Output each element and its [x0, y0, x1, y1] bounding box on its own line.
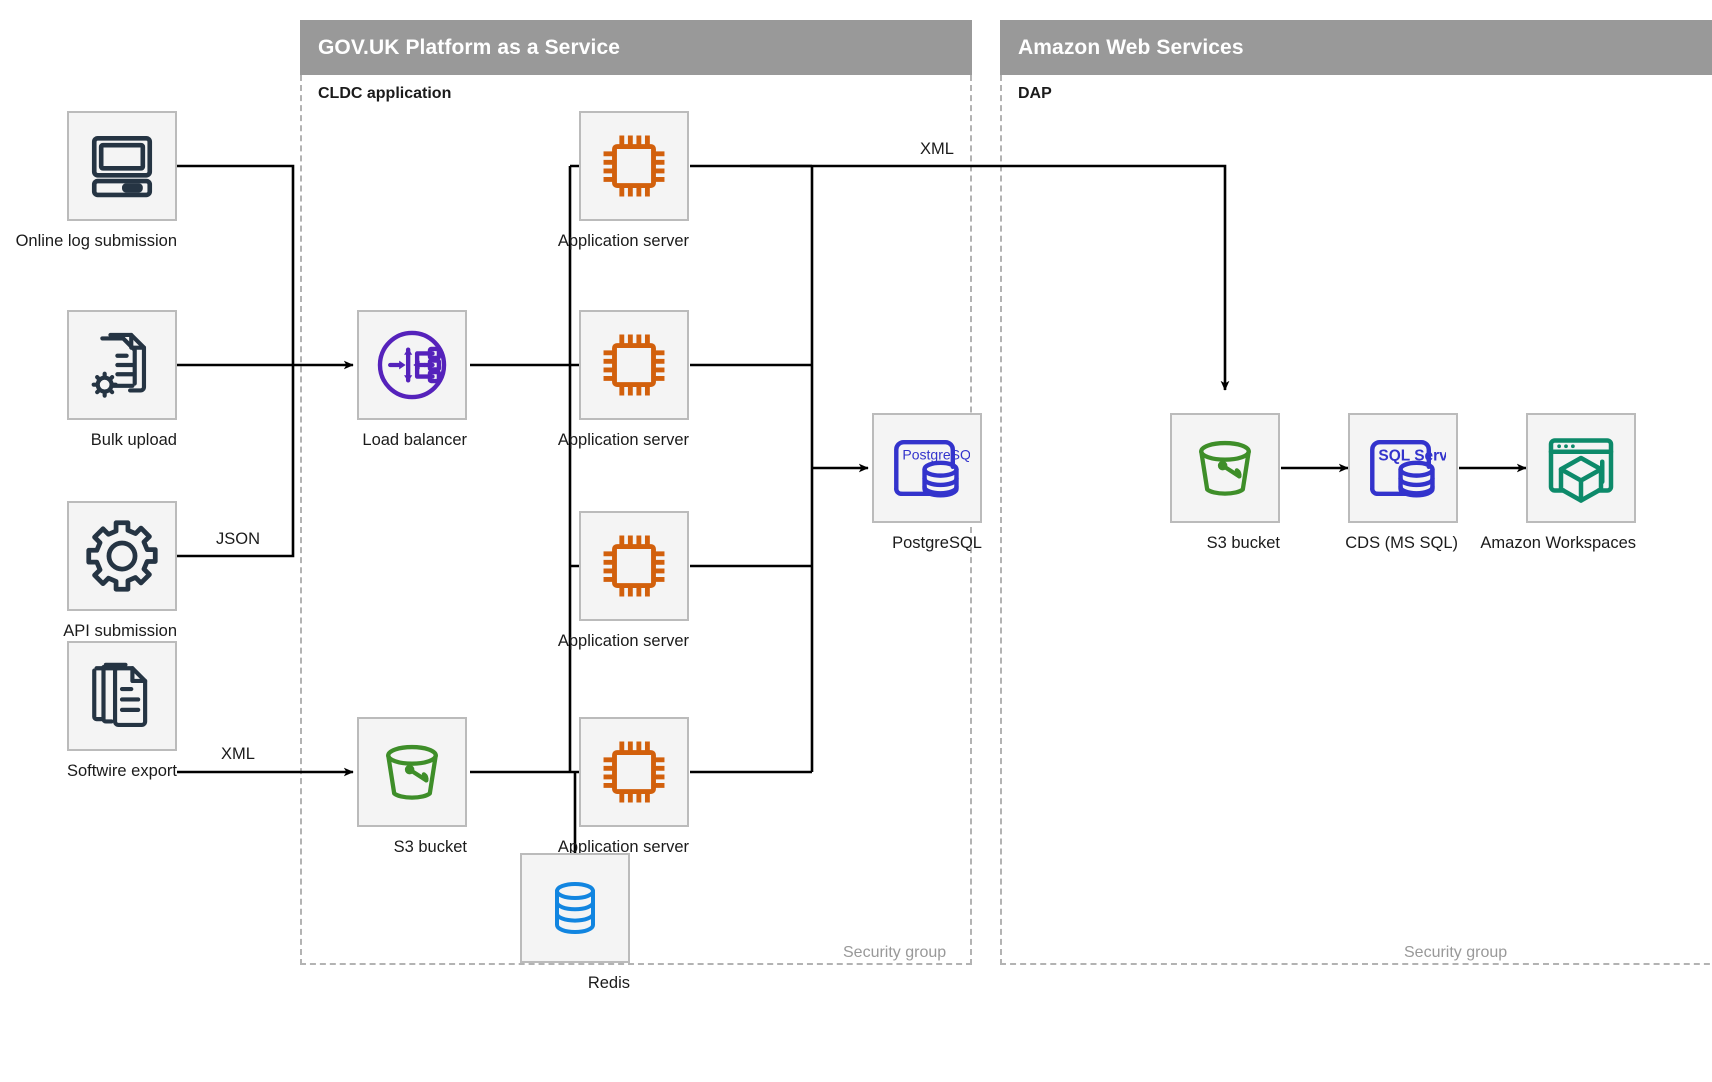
document-stack-icon — [92, 662, 148, 727]
app-server-2-tile[interactable] — [579, 310, 689, 420]
node-app-server-4[interactable]: Application server — [558, 717, 689, 857]
edge-label-xml-softwire: XML — [221, 745, 255, 763]
node-bulk-upload[interactable]: Bulk upload — [67, 310, 177, 450]
node-amazon-workspaces[interactable]: Amazon Workspaces — [1480, 413, 1636, 553]
node-redis[interactable]: Redis — [520, 853, 630, 993]
node-api-submission[interactable]: API submission — [63, 501, 177, 641]
aws-s3-bucket-tile[interactable] — [1170, 413, 1280, 523]
group-title-aws: Amazon Web Services — [1018, 35, 1244, 59]
node-label: Redis — [587, 974, 630, 992]
node-label: Application server — [557, 232, 689, 250]
api-submission-tile[interactable] — [67, 501, 177, 611]
node-app-server-1[interactable]: Application server — [558, 111, 689, 251]
s3-bucket-icon — [1199, 440, 1251, 496]
group-header-paas: GOV.UK Platform as a Service — [300, 20, 972, 75]
node-label: Application server — [557, 431, 689, 449]
node-label: CDS (MS SQL) — [1345, 534, 1459, 552]
group-header-aws: Amazon Web Services — [1000, 20, 1712, 75]
desktop-computer-icon — [91, 135, 153, 198]
amazon-workspaces-tile[interactable] — [1526, 413, 1636, 523]
node-label: PostgreSQL — [892, 534, 982, 552]
node-aws-s3-bucket[interactable]: S3 bucket — [1170, 413, 1280, 553]
postgresql-tile[interactable]: PostgreSQL — [872, 413, 982, 523]
group-body-aws — [1000, 75, 1712, 965]
node-label: Bulk upload — [90, 431, 177, 449]
app-server-3-tile[interactable] — [579, 511, 689, 621]
node-label: Amazon Workspaces — [1480, 534, 1636, 552]
document-gear-icon — [91, 332, 147, 398]
security-group-label-aws: Security group — [1404, 944, 1508, 961]
postgresql-badge-text: PostgreSQL — [902, 446, 970, 462]
sql-server-badge-text: SQL Server — [1378, 448, 1446, 465]
node-label: S3 bucket — [1206, 534, 1280, 552]
gear-icon — [86, 520, 158, 592]
sub-label-dap: DAP — [1018, 85, 1052, 102]
cpu-chip-icon — [603, 741, 665, 803]
sql-server-icon: SQL Server — [1370, 439, 1446, 498]
node-label: Online log submission — [15, 232, 178, 250]
node-load-balancer[interactable]: Load balancer — [357, 310, 467, 450]
node-label: Application server — [557, 838, 689, 856]
node-paas-s3-bucket[interactable]: S3 bucket — [357, 717, 467, 857]
cds-ms-sql-tile[interactable]: SQL Server — [1348, 413, 1458, 523]
node-app-server-2[interactable]: Application server — [558, 310, 689, 450]
node-online-log-submission[interactable]: Online log submission — [16, 111, 177, 251]
cpu-chip-icon — [603, 535, 665, 597]
workspaces-cube-icon — [1548, 438, 1614, 503]
node-label: Softwire export — [66, 762, 178, 780]
node-cds-ms-sql[interactable]: SQL Server CDS (MS SQL) — [1345, 413, 1459, 553]
node-label: Load balancer — [362, 431, 467, 449]
edge-label-xml-dap: XML — [920, 140, 954, 158]
app-server-4-tile[interactable] — [579, 717, 689, 827]
node-app-server-3[interactable]: Application server — [558, 511, 689, 651]
bulk-upload-tile[interactable] — [67, 310, 177, 420]
s3-bucket-icon — [386, 744, 438, 800]
node-label: Application server — [557, 632, 689, 650]
sub-label-cldc: CLDC application — [318, 85, 452, 102]
paas-s3-bucket-tile[interactable] — [357, 717, 467, 827]
node-label: API submission — [63, 622, 177, 640]
node-postgresql[interactable]: PostgreSQL PostgreSQL — [872, 413, 982, 553]
security-group-label-paas: Security group — [843, 944, 947, 961]
app-server-1-tile[interactable] — [579, 111, 689, 221]
load-balancer-tile[interactable] — [357, 310, 467, 420]
cpu-chip-icon — [603, 135, 665, 197]
database-cylinder-icon — [555, 882, 595, 934]
redis-tile[interactable] — [520, 853, 630, 963]
group-title-paas: GOV.UK Platform as a Service — [318, 35, 620, 59]
postgresql-icon: PostgreSQL — [894, 439, 970, 498]
edge-label-json: JSON — [216, 530, 261, 548]
cpu-chip-icon — [603, 334, 665, 396]
node-label: S3 bucket — [393, 838, 467, 856]
load-balancer-icon — [377, 330, 447, 400]
online-log-submission-tile[interactable] — [67, 111, 177, 221]
softwire-export-tile[interactable] — [67, 641, 177, 751]
node-softwire-export[interactable]: Softwire export — [67, 641, 177, 781]
